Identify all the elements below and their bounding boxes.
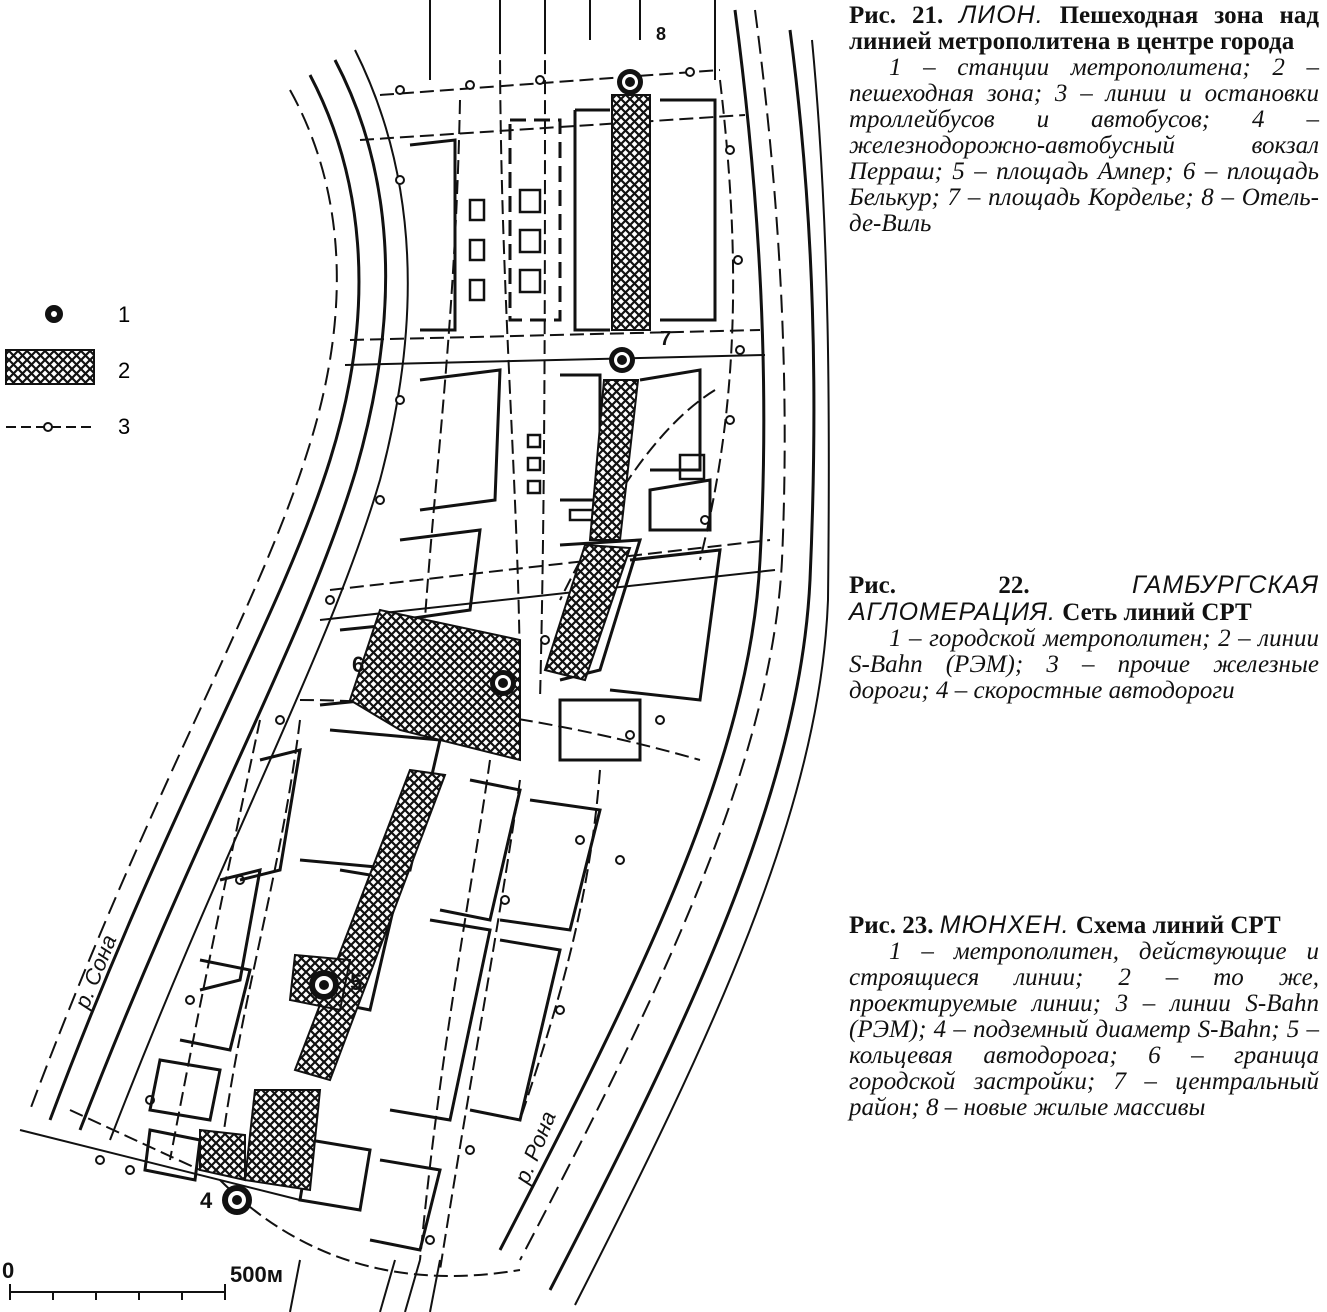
metro-station-icon	[222, 1185, 252, 1215]
label-bellecour: 6	[352, 652, 364, 677]
caption-title: Пешеходная зона над линией метрополитена…	[849, 2, 1319, 55]
lyon-map: 1 2 3	[2, 0, 830, 1312]
label-cordeliers: 7	[660, 328, 671, 350]
figure-23-caption: Рис. 23. МЮНХЕН. Схема линий СРТ 1 – мет…	[849, 912, 1319, 1121]
river-rhone	[498, 9, 830, 1306]
caption-body: 1 – станции метрополитена; 2 – пешеходна…	[849, 54, 1319, 237]
caption-body: 1 – городской метрополитен; 2 – линии S-…	[849, 625, 1319, 704]
small-blocks	[468, 188, 706, 522]
legend: 1 2 3	[5, 302, 130, 439]
legend-item-bus-line: 3	[6, 414, 130, 439]
legend-item-metro-station: 1	[45, 302, 130, 327]
figure-21-caption: Рис. 21. ЛИОН. Пешеходная зона над линие…	[849, 2, 1319, 237]
caption-title: Схема линий СРТ	[1075, 912, 1281, 939]
figure-22-caption: Рис. 22. ГАМБУРГСКАЯ АГЛОМЕРАЦИЯ. Сеть л…	[849, 572, 1319, 704]
scale-end: 500м	[230, 1262, 283, 1287]
bus-stops	[95, 67, 745, 1245]
street-network	[19, 0, 776, 1312]
caption-number: Рис. 23.	[849, 912, 934, 939]
metro-station-icon	[617, 69, 643, 95]
label-hotel-de-ville: 8	[656, 24, 666, 44]
metro-station-icon	[490, 670, 516, 696]
caption-number: Рис. 22.	[849, 572, 1030, 599]
scale-bar: 0 500м	[2, 1258, 283, 1300]
legend-number: 1	[118, 302, 130, 327]
river-saone	[29, 49, 409, 1141]
pedestrian-zone	[199, 94, 651, 1192]
pedestrian-zone-icon	[5, 349, 95, 385]
caption-city: ГАМБУРГСКАЯ АГЛОМЕРАЦИЯ.	[849, 571, 1319, 626]
metro-station-icon	[609, 347, 635, 373]
caption-city: ЛИОН.	[959, 1, 1044, 29]
caption-number: Рис. 21.	[849, 2, 944, 29]
label-perrache: 4	[200, 1188, 213, 1213]
river-label-saone: р. Сона	[69, 931, 121, 1013]
caption-city: МЮНХЕН.	[939, 911, 1070, 939]
legend-number: 2	[118, 358, 130, 383]
metro-stations	[222, 69, 643, 1215]
label-ampere: 5	[350, 970, 362, 995]
metro-station-icon	[309, 970, 339, 1000]
caption-body: 1 – метрополитен, действующие и строящие…	[849, 938, 1319, 1121]
legend-item-pedestrian-zone: 2	[5, 349, 130, 385]
scale-start: 0	[2, 1258, 14, 1283]
caption-title: Сеть линий СРТ	[1062, 599, 1252, 626]
legend-number: 3	[118, 414, 130, 439]
